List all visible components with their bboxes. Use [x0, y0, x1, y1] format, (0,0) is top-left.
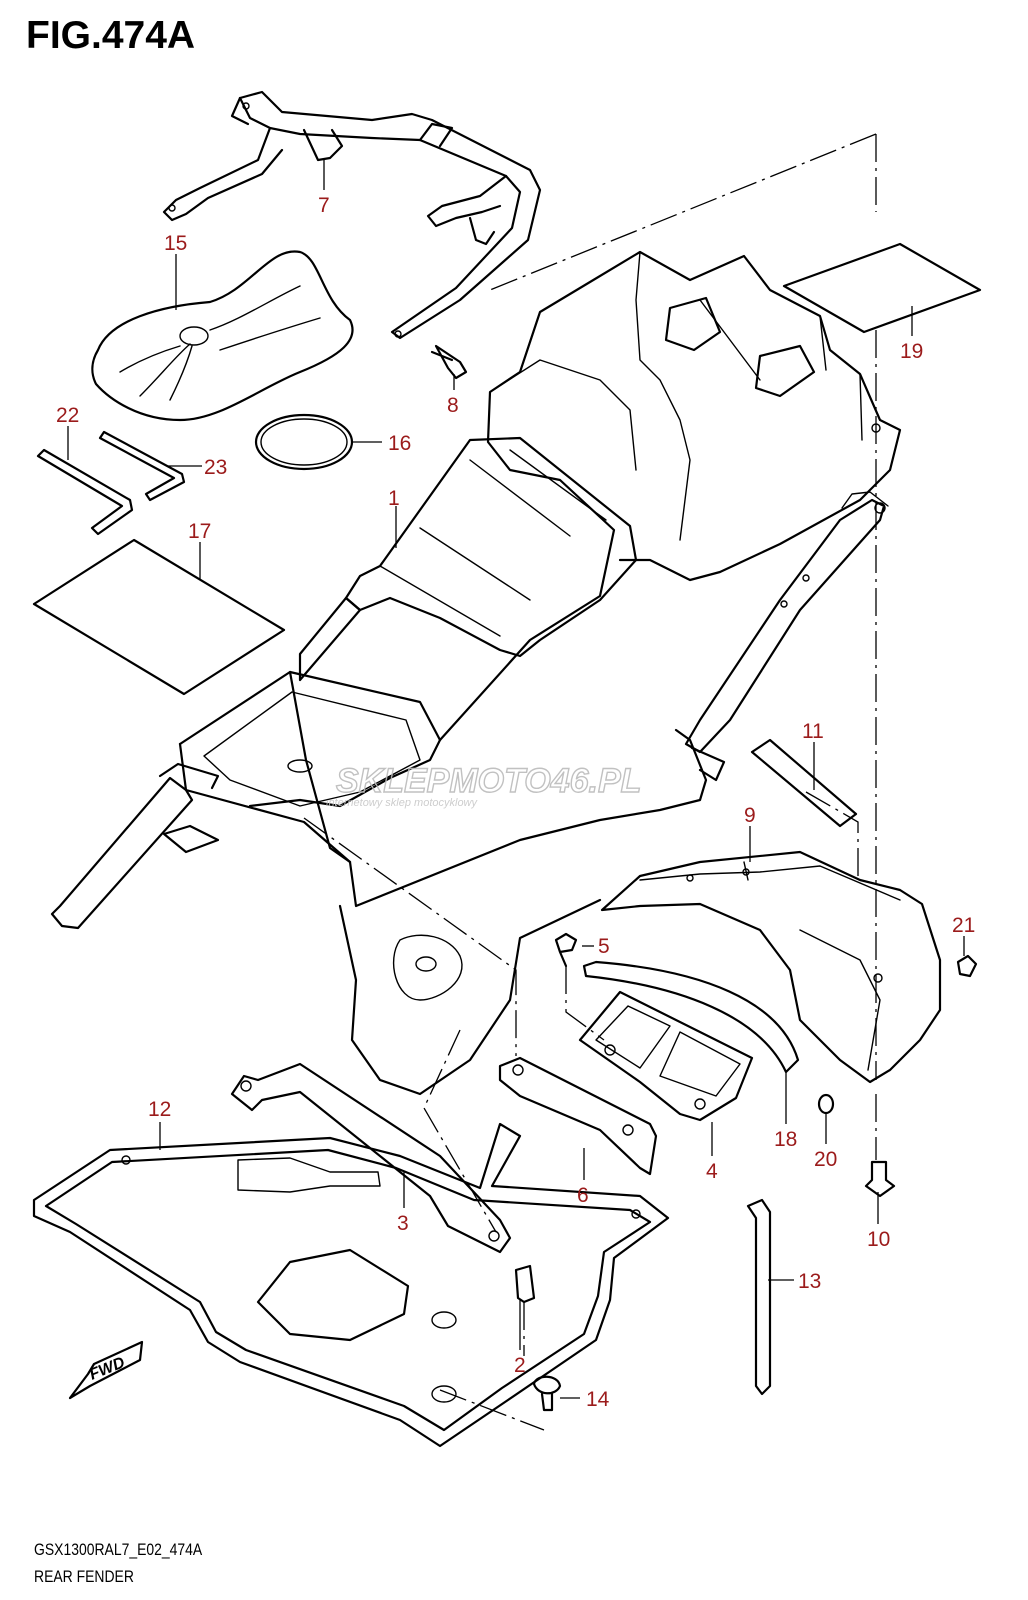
callout-16: 16	[388, 432, 411, 455]
part-fender-tail-tray	[50, 762, 220, 930]
part-bolt-8	[430, 344, 468, 380]
callout-21: 21	[952, 914, 975, 937]
watermark-tagline: internetowy sklep motocyklowy	[326, 797, 479, 809]
part-flap-18	[582, 960, 800, 1074]
callout-10: 10	[867, 1228, 890, 1251]
callout-8: 8	[447, 394, 459, 417]
part-bracket-6	[498, 1056, 658, 1176]
part-ring-16	[254, 413, 354, 471]
callout-23: 23	[204, 456, 227, 479]
callout-2: 2	[514, 1354, 526, 1377]
callout-19: 19	[900, 340, 923, 363]
part-clip-5	[554, 932, 578, 968]
callout-18: 18	[774, 1128, 797, 1151]
part-seat-cover	[91, 250, 354, 422]
watermark-brand: SKLEPMOTO46.PL	[336, 762, 641, 800]
callout-20: 20	[814, 1148, 837, 1171]
part-cable-tie-13	[746, 1198, 772, 1396]
part-undertray-12	[32, 1122, 670, 1448]
part-bracket-3	[230, 1062, 512, 1254]
part-hex-wrench-23	[98, 430, 186, 502]
callout-14: 14	[586, 1388, 610, 1411]
callout-15: 15	[164, 232, 187, 255]
callout-3: 3	[397, 1212, 409, 1235]
part-inner-fender-9	[600, 850, 942, 1084]
callout-22: 22	[56, 404, 79, 427]
figure-code: GSX1300RAL7_E02_474A	[34, 1540, 203, 1559]
part-sheet-11	[750, 738, 858, 828]
figure-title: FIG.474A	[26, 14, 196, 57]
part-sheet-19	[782, 242, 982, 334]
part-sheet-17	[32, 538, 286, 696]
part-nut-21	[956, 954, 978, 978]
callout-6: 6	[577, 1184, 589, 1207]
callout-12: 12	[148, 1098, 171, 1121]
callout-17: 17	[188, 520, 211, 543]
part-clip-14	[532, 1375, 562, 1412]
part-rear-fender-main	[178, 250, 902, 1096]
fwd-arrow-icon: FWD	[68, 1340, 144, 1400]
callout-labels: 1 2 3 4 5 6 7 8 9 10 11 12 13 14 15 16 1…	[56, 194, 975, 1411]
callout-7: 7	[318, 194, 330, 217]
callout-1: 1	[388, 487, 400, 510]
figure-name: REAR FENDER	[34, 1567, 134, 1586]
part-tray-4	[578, 990, 754, 1122]
watermark: SKLEPMOTO46.PL internetowy sklep motocyk…	[326, 761, 642, 809]
part-grab-rail	[162, 90, 542, 340]
callout-5: 5	[598, 935, 610, 958]
callout-11: 11	[802, 720, 824, 743]
reference-lines	[303, 133, 877, 1431]
leader-lines	[67, 160, 965, 1399]
part-bolt-10	[864, 1160, 896, 1198]
callout-13: 13	[798, 1270, 821, 1293]
part-bolt-2	[514, 1264, 536, 1304]
part-washer-20	[817, 1093, 835, 1115]
callout-9: 9	[744, 804, 756, 827]
callout-4: 4	[706, 1160, 718, 1183]
part-hex-wrench-22	[36, 448, 134, 536]
